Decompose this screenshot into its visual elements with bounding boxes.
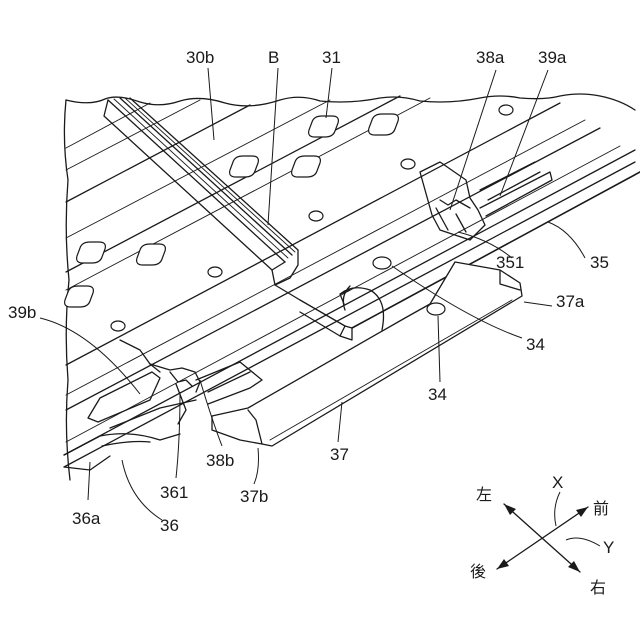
panel-slot-holes bbox=[65, 114, 399, 307]
x-leader bbox=[555, 492, 560, 526]
label-31: 31 bbox=[322, 48, 341, 67]
compass-y-label: Y bbox=[603, 538, 614, 557]
label-34-upper: 34 bbox=[526, 335, 545, 354]
rotation-arrow-icon bbox=[340, 288, 384, 330]
label-37a: 37a bbox=[556, 292, 585, 311]
compass-rear-label: 後 bbox=[470, 562, 486, 581]
label-34-lower: 34 bbox=[428, 385, 447, 404]
label-36a: 36a bbox=[72, 509, 101, 528]
label-36: 36 bbox=[160, 516, 179, 535]
compass-front-label: 前 bbox=[593, 499, 609, 518]
label-30b: 30b bbox=[186, 48, 214, 67]
label-39b: 39b bbox=[8, 303, 36, 322]
direction-compass: X Y 前 左 右 後 bbox=[470, 473, 614, 597]
label-39a: 39a bbox=[538, 48, 567, 67]
label-361: 361 bbox=[160, 483, 188, 502]
compass-right-label: 右 bbox=[590, 578, 606, 597]
compass-x-label: X bbox=[552, 473, 563, 492]
arrowhead-front-icon bbox=[576, 507, 588, 517]
label-38a: 38a bbox=[476, 48, 505, 67]
y-leader bbox=[566, 538, 600, 546]
clip-38a-assembly bbox=[420, 162, 552, 240]
panel-rails bbox=[64, 96, 635, 467]
arrowhead-rear-icon bbox=[497, 559, 509, 569]
rib-b bbox=[104, 98, 300, 300]
label-37b: 37b bbox=[240, 487, 268, 506]
label-38b: 38b bbox=[206, 451, 234, 470]
member-36 bbox=[64, 434, 180, 470]
label-37: 37 bbox=[330, 445, 349, 464]
compass-left-label: 左 bbox=[476, 485, 492, 504]
label-351: 351 bbox=[496, 253, 524, 272]
label-35: 35 bbox=[590, 253, 609, 272]
label-b: B bbox=[268, 48, 279, 67]
